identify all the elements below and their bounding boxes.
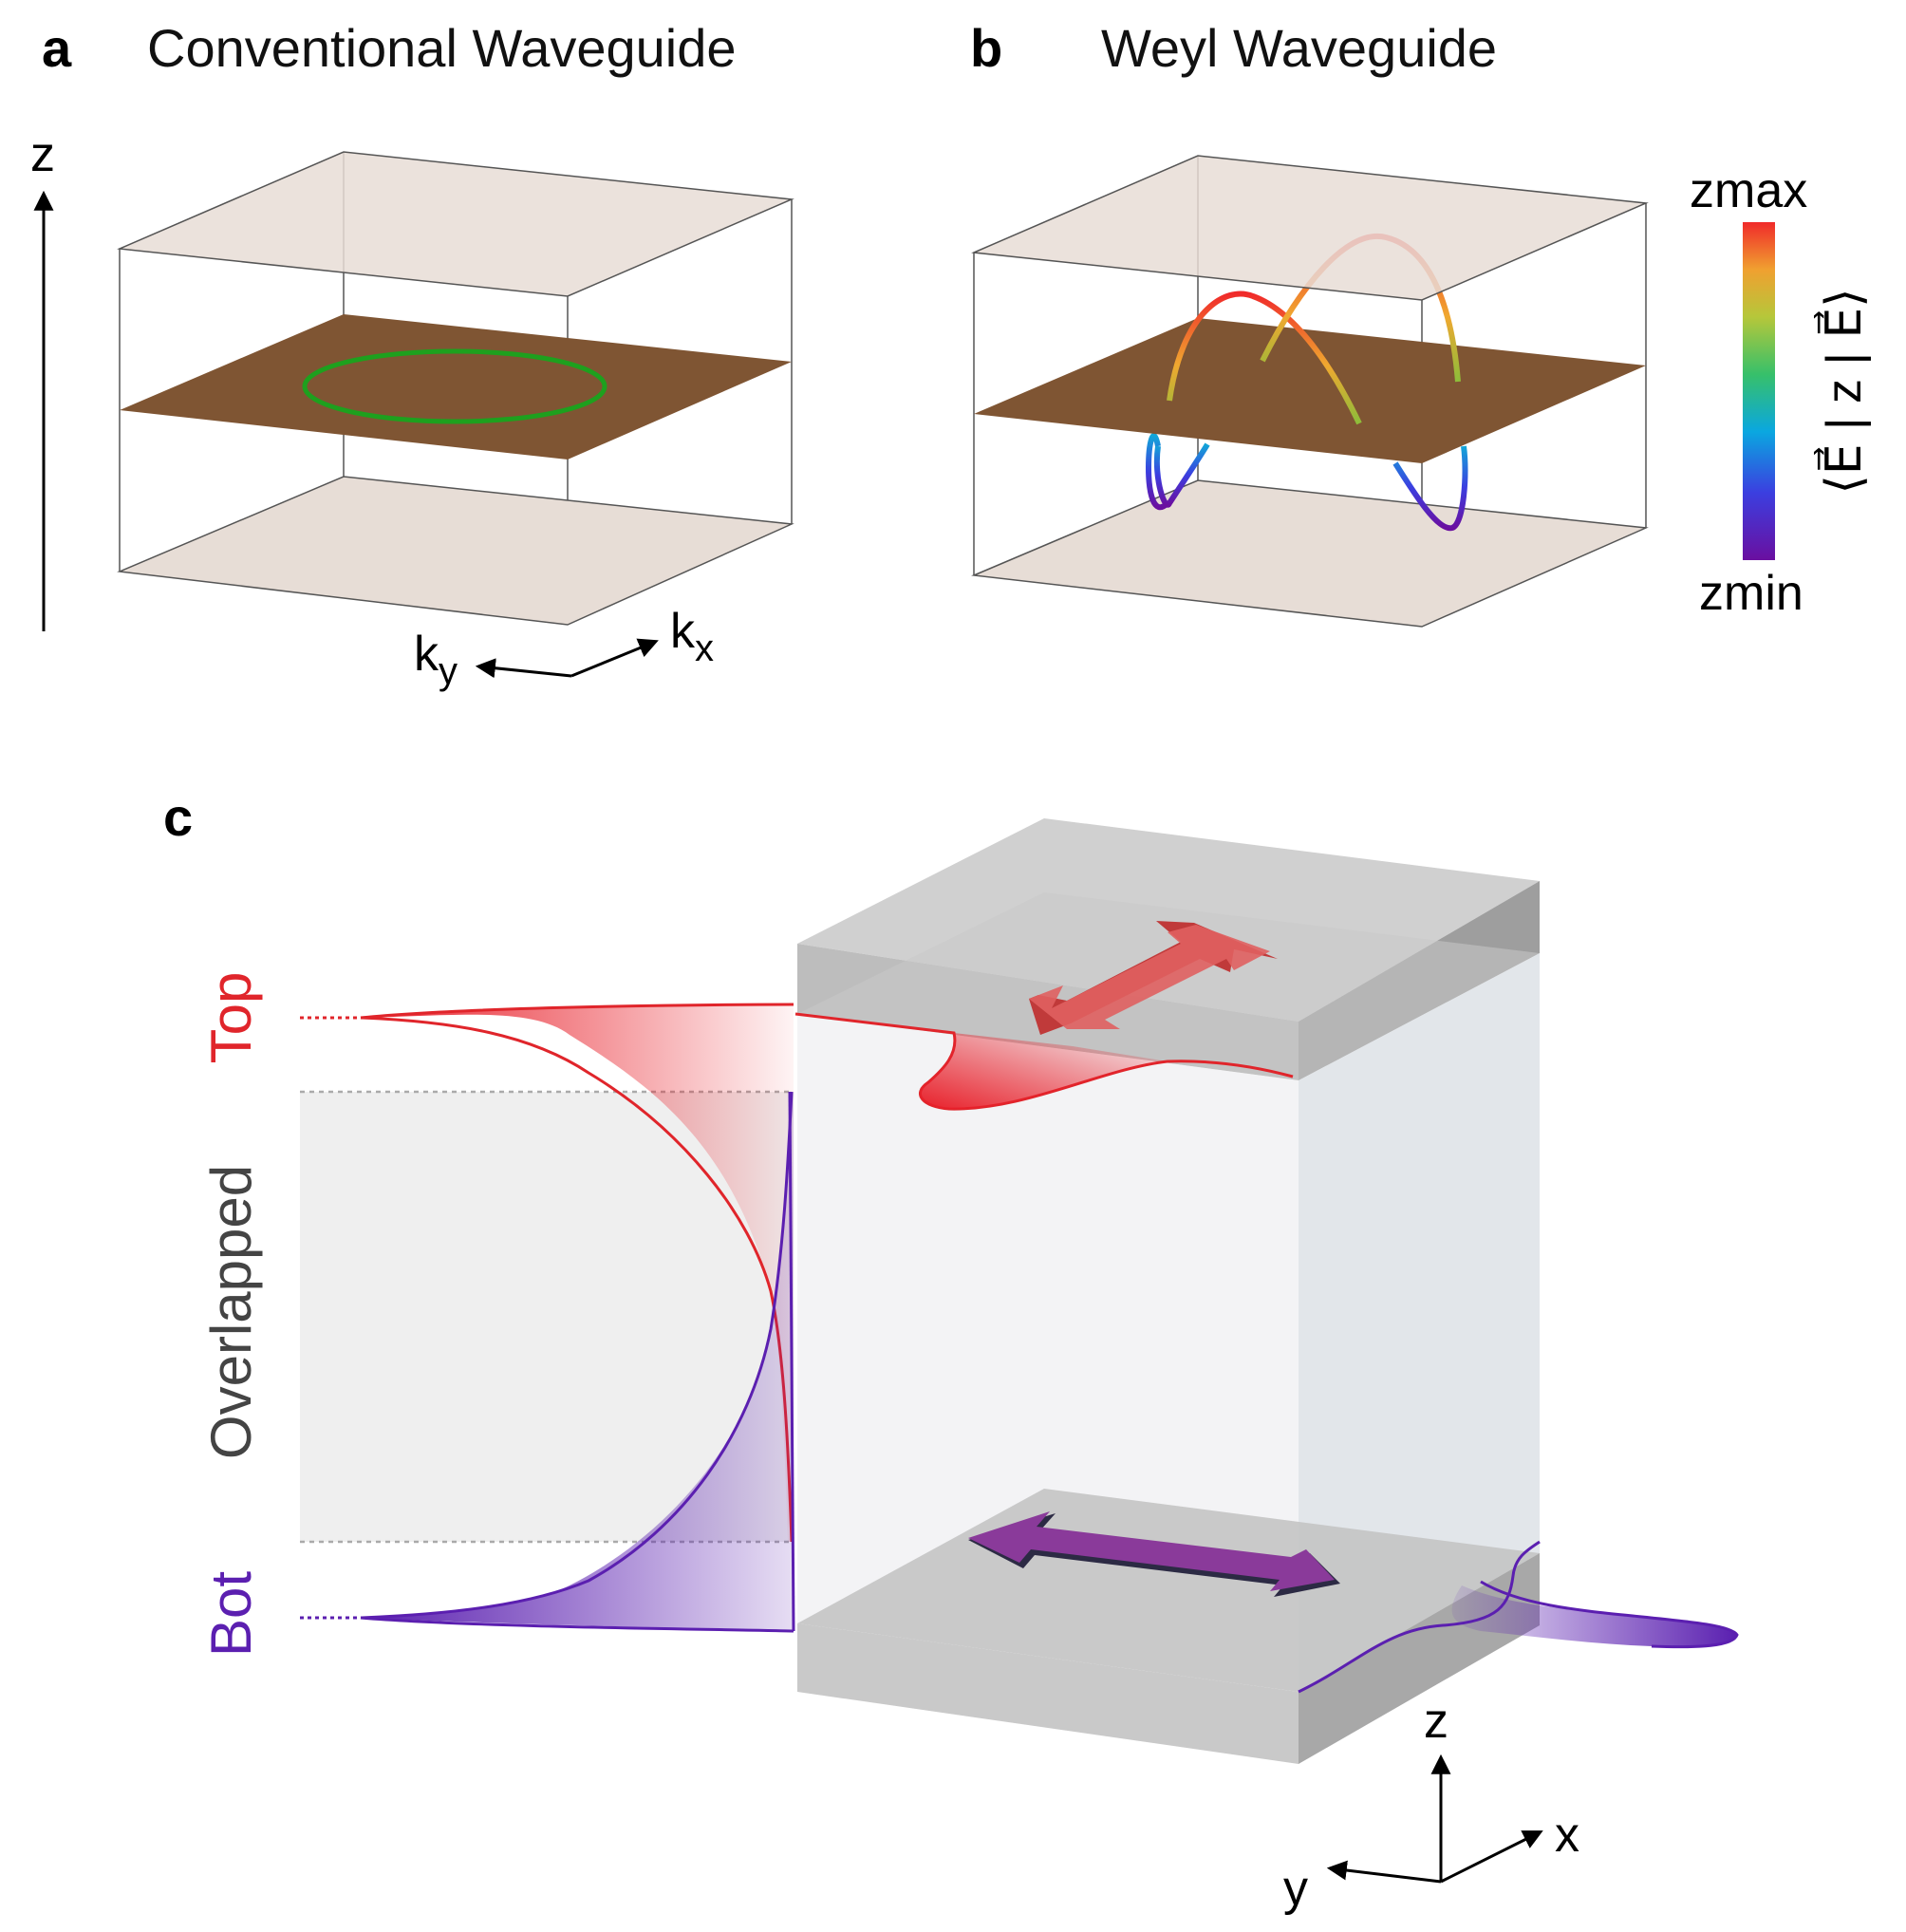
panel-c-top-label: Top (199, 972, 263, 1064)
panel-b-lower-arc-left (1146, 433, 1170, 510)
panel-a-ky-label: ky (414, 627, 458, 692)
panel-c-bot-label: Bot (199, 1571, 263, 1657)
panel-c-top-slab-mode-fill (920, 1033, 1168, 1110)
panel-c-y-axis-arrow (1326, 1860, 1442, 1884)
panel-a-kx-arrow (570, 638, 659, 678)
panel-c-bot-profile-curve (360, 1091, 794, 1620)
panel-b-bottom-cladding (971, 479, 1649, 628)
panel-c-bot-arrow (968, 1511, 1335, 1591)
panel-b: b Weyl Waveguide zmax zmin ⟨E⃗ | z | E⃗⟩ (970, 18, 1872, 628)
panel-c-bot-slab-front-face (797, 1623, 1299, 1764)
panel-c-top-arrow (1029, 925, 1270, 1029)
panel-a-top-cladding (117, 151, 794, 297)
panel-a-kx-label: kx (670, 604, 714, 669)
panel-c-x-label: x (1555, 1808, 1579, 1863)
panel-c-letter: c (163, 787, 193, 847)
panel-c-top-profile-fill (361, 1004, 794, 1542)
panel-c-bot-core-line (788, 1091, 795, 1632)
panel-b-lower-arc-right (1392, 445, 1468, 532)
panel-c-core-side-face (1299, 953, 1540, 1692)
panel-b-colorbar-min-label: zmin (1699, 566, 1803, 621)
panel-c: c (163, 787, 1739, 1916)
panel-c-overlapped-label: Overlapped (199, 1165, 263, 1459)
panel-a-slab (120, 314, 792, 460)
panel-c-x-axis-arrow (1440, 1830, 1543, 1884)
panel-c-z-label: z (1424, 1694, 1448, 1749)
panel-a-z-label: z (30, 127, 55, 182)
panel-a-bottom-cladding (117, 476, 794, 626)
panel-a-green-ring (302, 348, 607, 424)
panel-b-colorbar-quantity-label: ⟨E⃗ | z | E⃗⟩ (1814, 288, 1872, 494)
panel-c-top-profile-upper-edge (360, 1003, 794, 1020)
panel-b-colorbar-max-label: zmax (1690, 163, 1807, 218)
panel-b-letter: b (970, 18, 1002, 78)
panel-a-title: Conventional Waveguide (147, 18, 737, 78)
panel-c-right-tail-fill (1451, 1585, 1737, 1647)
panel-b-upper-arc-left (1167, 291, 1362, 425)
panel-c-right-tail-curve (1480, 1580, 1739, 1649)
panel-b-colorbar (1743, 222, 1775, 560)
panel-c-y-label: y (1283, 1861, 1308, 1916)
panel-b-lower-arc-left-b (1153, 442, 1210, 508)
panel-c-bot-profile-lower-edge (360, 1616, 794, 1633)
panel-c-bot-profile-fill (361, 1092, 794, 1631)
panel-a-letter: a (42, 18, 72, 78)
panel-b-slab (974, 318, 1646, 463)
panel-a: a Conventional Waveguide z kx ky (30, 18, 794, 692)
panel-a-ky-arrow (475, 658, 572, 679)
panel-b-title: Weyl Waveguide (1101, 18, 1497, 78)
panel-b-top-cladding (971, 155, 1649, 301)
